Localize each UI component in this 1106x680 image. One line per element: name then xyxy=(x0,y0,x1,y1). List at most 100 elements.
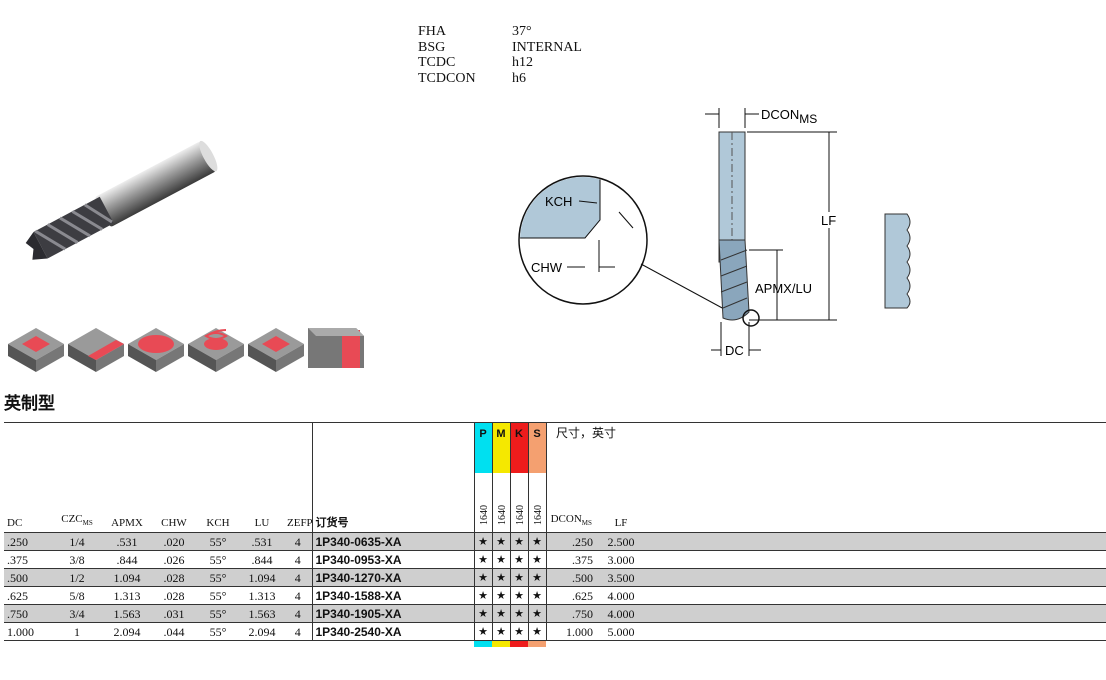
cell-lf: 4.000 xyxy=(596,586,646,605)
cell-lf: 3.000 xyxy=(596,550,646,569)
cell-m3: ★ xyxy=(509,604,528,623)
dc-label: DC xyxy=(725,343,744,358)
spec-key: TCDC xyxy=(418,55,456,70)
section-title: 英制型 xyxy=(4,394,55,414)
lf-label: LF xyxy=(821,213,836,228)
cell-lf: 2.500 xyxy=(596,532,646,551)
cell-spacer xyxy=(646,586,1106,605)
cell-czc: 1/2 xyxy=(52,568,102,587)
col-chw: CHW xyxy=(152,422,196,533)
cell-zefp: 4 xyxy=(284,622,312,641)
cell-m3: ★ xyxy=(509,586,528,605)
cell-lf: 3.500 xyxy=(596,568,646,587)
cell-m3: ★ xyxy=(509,622,528,641)
spec-key: TCDCON xyxy=(418,70,476,86)
cell-lu: 2.094 xyxy=(240,622,284,641)
cell-zefp: 4 xyxy=(284,568,312,587)
cell-m3: ★ xyxy=(509,568,528,587)
spec-value: INTERNAL xyxy=(512,39,582,55)
cell-spacer xyxy=(646,550,1106,569)
cell-czc: 5/8 xyxy=(52,586,102,605)
slotting-icon xyxy=(8,328,64,372)
cell-zefp: 4 xyxy=(284,604,312,623)
cell-zefp: 4 xyxy=(284,586,312,605)
cell-chw: .020 xyxy=(152,532,196,551)
col-spacer xyxy=(646,422,1106,533)
spec-row: BSG INTERNAL xyxy=(418,40,582,56)
cell-m4: ★ xyxy=(527,586,546,605)
cell-dc: .500 xyxy=(4,568,52,587)
cell-apmx: .531 xyxy=(102,532,152,551)
col-lf: LF xyxy=(596,422,646,533)
cell-kch: 55° xyxy=(196,568,240,587)
cell-dcon: .375 xyxy=(545,550,596,569)
cell-dc: .750 xyxy=(4,604,52,623)
cell-lu: 1.313 xyxy=(240,586,284,605)
cell-dcon: .625 xyxy=(545,586,596,605)
cell-chw: .026 xyxy=(152,550,196,569)
spec-value: 37° xyxy=(512,24,532,39)
cell-m4: ★ xyxy=(527,550,546,569)
cell-dc: .250 xyxy=(4,532,52,551)
cell-order: 1P340-2540-XA xyxy=(311,622,474,641)
pocket-icon xyxy=(128,328,184,372)
cell-spacer xyxy=(646,622,1106,641)
end-mill-image xyxy=(25,140,218,260)
cell-m2: ★ xyxy=(491,568,510,587)
cell-zefp: 4 xyxy=(284,550,312,569)
spec-key: BSG xyxy=(418,39,446,55)
cell-dc: .625 xyxy=(4,586,52,605)
cell-order: 1P340-0635-XA xyxy=(311,532,474,551)
cell-czc: 1 xyxy=(52,622,102,641)
cell-chw: .044 xyxy=(152,622,196,641)
cell-spacer xyxy=(646,604,1106,623)
cell-m4: ★ xyxy=(527,622,546,641)
cell-lf: 4.000 xyxy=(596,604,646,623)
col-dc: DC xyxy=(4,422,52,533)
spec-value: h12 xyxy=(512,55,533,70)
cell-order: 1P340-1905-XA xyxy=(311,604,474,623)
spec-value: h6 xyxy=(512,70,526,86)
spec-list: FHA 37° BSG INTERNAL TCDC h12 TCDCON h6 xyxy=(418,24,582,86)
cell-chw: .028 xyxy=(152,586,196,605)
spec-row: FHA 37° xyxy=(418,24,582,40)
cell-m1: ★ xyxy=(473,622,492,641)
cell-lu: 1.563 xyxy=(240,604,284,623)
spec-key: FHA xyxy=(418,24,447,39)
cell-kch: 55° xyxy=(196,622,240,641)
col-lu: LU xyxy=(240,422,284,533)
cell-dcon: .500 xyxy=(545,568,596,587)
cell-dc: .375 xyxy=(4,550,52,569)
cell-kch: 55° xyxy=(196,550,240,569)
apmx-lu-label: APMX/LU xyxy=(755,281,812,296)
cell-apmx: 2.094 xyxy=(102,622,152,641)
cell-order: 1P340-0953-XA xyxy=(311,550,474,569)
cell-m1: ★ xyxy=(473,568,492,587)
cell-kch: 55° xyxy=(196,586,240,605)
cell-order: 1P340-1588-XA xyxy=(311,586,474,605)
cell-m4: ★ xyxy=(527,604,546,623)
cell-zefp: 4 xyxy=(284,532,312,551)
cell-m2: ★ xyxy=(491,586,510,605)
col-zefp: ZEFP xyxy=(284,422,312,533)
cell-spacer xyxy=(646,568,1106,587)
chw-label: CHW xyxy=(531,260,563,275)
cell-czc: 3/4 xyxy=(52,604,102,623)
cell-m3: ★ xyxy=(509,532,528,551)
cell-apmx: 1.094 xyxy=(102,568,152,587)
cell-chw: .031 xyxy=(152,604,196,623)
cell-czc: 3/8 xyxy=(52,550,102,569)
cell-m2: ★ xyxy=(491,622,510,641)
cell-lu: .531 xyxy=(240,532,284,551)
helical-interpolation-icon xyxy=(188,328,244,372)
cell-m4: ★ xyxy=(527,532,546,551)
col-czc: CZCMS xyxy=(52,422,102,533)
kch-label: KCH xyxy=(545,194,572,209)
